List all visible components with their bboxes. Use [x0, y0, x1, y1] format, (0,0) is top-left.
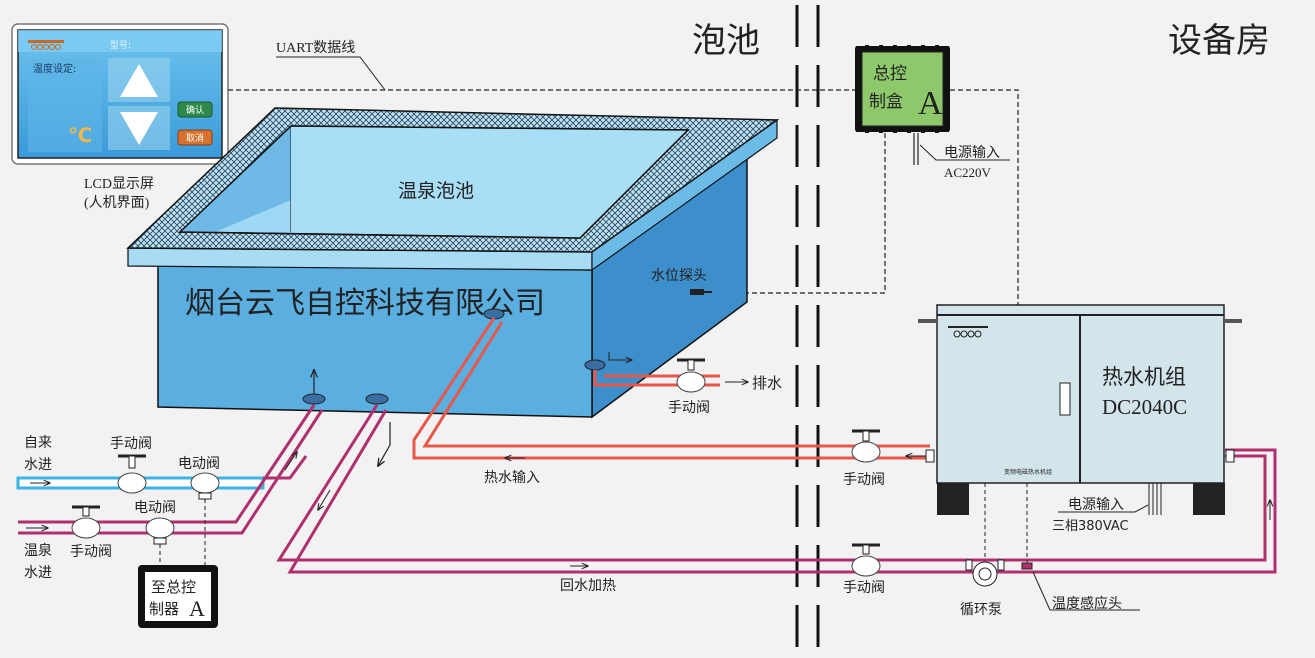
valve-icon-drain[interactable]	[676, 358, 706, 393]
tap-manual-valve-label: 手动阀	[110, 436, 152, 452]
zone-divider	[795, 5, 820, 658]
hot-water-heater-unit[interactable]: 热水机组 DC2040C 变频电磁热水机组	[918, 304, 1242, 515]
lcd-caption-line1: LCD显示屏	[84, 177, 154, 192]
valve-icon-hot-manual[interactable]	[851, 429, 881, 463]
door-handle-icon[interactable]	[1059, 382, 1071, 416]
level-probe-icon	[690, 289, 712, 295]
spring-water-label-1: 温泉	[24, 542, 52, 559]
lcd-logo-icon	[28, 40, 64, 50]
controller-letter: A	[918, 85, 943, 122]
spring-water-label-2: 水进	[24, 565, 52, 581]
lcd-confirm-button[interactable]: 确认	[177, 101, 213, 118]
lcd-caption-line2: (人机界面)	[84, 195, 150, 211]
lcd-display[interactable]: 型号: 温度设定: ℃ 确认 取消	[11, 23, 229, 165]
valve-icon-spring-manual[interactable]	[71, 505, 101, 539]
controller-power-value: AC220V	[944, 165, 992, 180]
lcd-up-button[interactable]	[108, 58, 170, 102]
hot-spring-pool	[126, 107, 780, 419]
cancel-label: 取消	[186, 132, 204, 144]
pool-name: 温泉泡池	[398, 180, 474, 202]
valve-icon-tap-manual[interactable]	[117, 454, 147, 494]
return-water-label: 回水加热	[560, 578, 616, 594]
heater-power-label: 电源输入	[1068, 497, 1124, 513]
pool-outlets	[302, 308, 606, 405]
sub-controller-box[interactable]: 至总控 制器 A	[138, 565, 218, 628]
uart-label: UART数据线	[276, 40, 355, 56]
drain-valve-label: 手动阀	[668, 400, 710, 416]
return-valve-label: 手动阀	[843, 580, 885, 596]
pump-label: 循环泵	[960, 602, 1002, 618]
main-controller-box[interactable]: 总控 制盒 A	[855, 44, 950, 134]
outflow-arrow-icon	[378, 422, 391, 466]
drain-label: 排水	[752, 374, 782, 392]
tap-electric-valve-label: 电动阀	[178, 456, 220, 472]
valve-icon-spring-electric[interactable]	[145, 517, 175, 545]
heater-name: 热水机组	[1102, 365, 1186, 389]
spring-electric-valve-label: 电动阀	[134, 500, 176, 516]
spring-manual-valve-label: 手动阀	[70, 544, 112, 560]
sub-controller-line1: 至总控	[151, 578, 196, 596]
controller-power-label: 电源输入	[944, 145, 1000, 161]
sub-controller-line2: 制器	[149, 600, 179, 618]
heater-plate-text: 变频电磁热水机组	[1004, 468, 1052, 476]
triangle-up-icon	[120, 64, 158, 97]
lcd-down-button[interactable]	[108, 106, 170, 150]
temp-sensor-label: 温度感应头	[1052, 595, 1122, 612]
lcd-cancel-button[interactable]: 取消	[177, 129, 213, 146]
lcd-model-label: 型号:	[110, 40, 131, 51]
triangle-down-icon	[120, 112, 158, 145]
hot-valve-label: 手动阀	[843, 472, 885, 488]
hot-water-label: 热水输入	[484, 470, 540, 486]
lcd-temp-unit: ℃	[68, 123, 92, 147]
confirm-label: 确认	[186, 104, 204, 116]
temp-sensor-icon	[1021, 562, 1033, 570]
valve-icon-tap-electric[interactable]	[190, 472, 220, 500]
circulation-pump-icon[interactable]	[965, 559, 1005, 587]
zone-label-pool: 泡池	[692, 21, 760, 61]
zone-label-equipment-room: 设备房	[1168, 21, 1270, 61]
valve-icon-return-manual[interactable]	[851, 543, 881, 577]
level-probe-label: 水位探头	[651, 268, 707, 284]
heater-power-value: 三相380VAC	[1052, 519, 1129, 534]
controller-line1: 总控	[873, 64, 907, 84]
lcd-temp-setting-label: 温度设定:	[33, 62, 76, 75]
sub-controller-letter: A	[189, 596, 205, 621]
heater-model: DC2040C	[1102, 395, 1187, 419]
heater-logo-icon	[948, 326, 988, 338]
controller-line2: 制盒	[869, 92, 903, 112]
tap-water-label-2: 水进	[24, 457, 52, 473]
tap-water-label-1: 自来	[24, 435, 52, 451]
